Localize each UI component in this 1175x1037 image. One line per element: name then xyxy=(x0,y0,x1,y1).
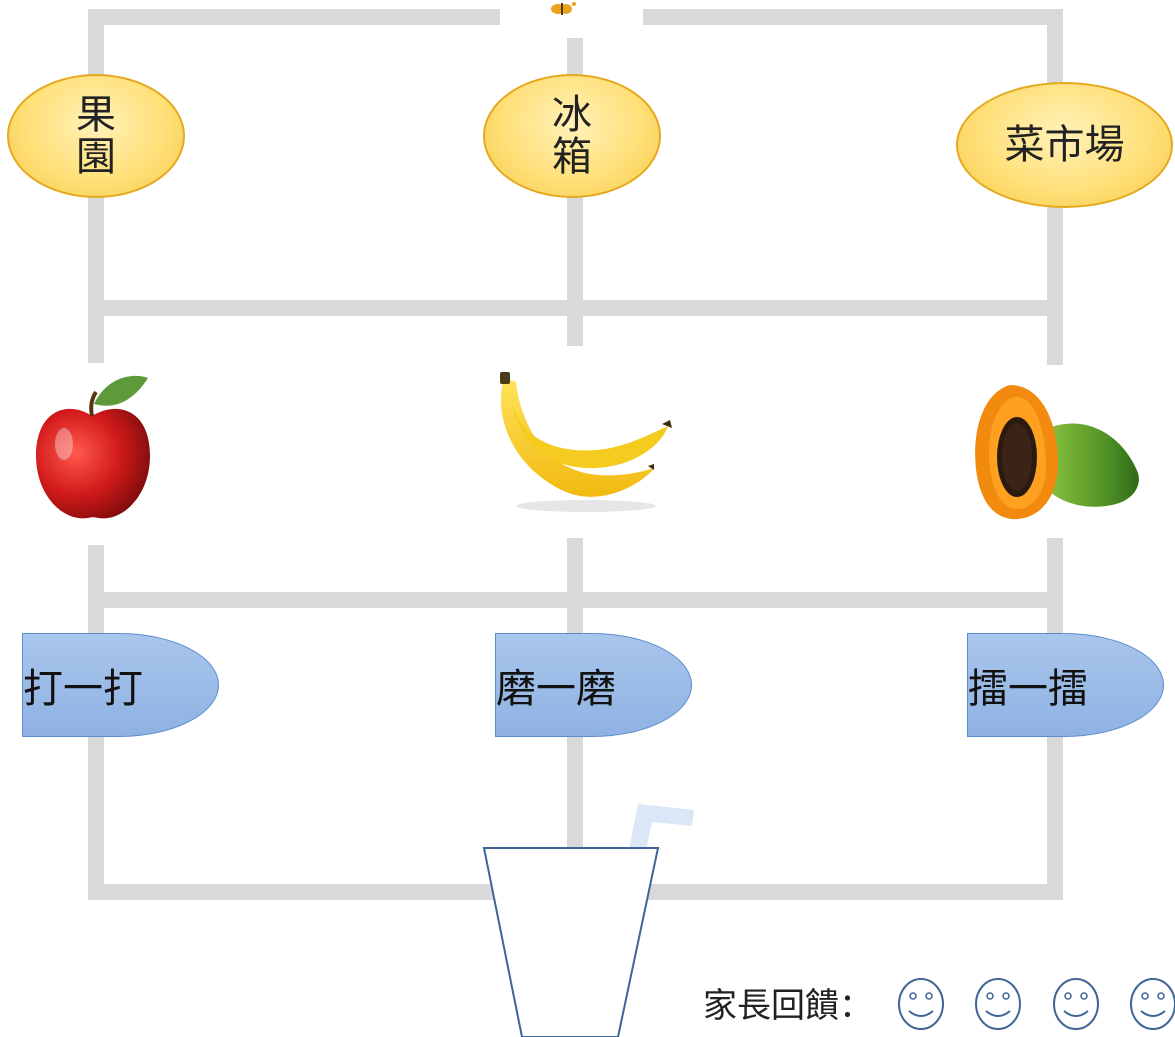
bottom-left-bar xyxy=(88,884,500,900)
papaya-icon[interactable] xyxy=(972,383,1144,523)
top-left-bar xyxy=(88,9,500,25)
place-market[interactable]: 菜市場 xyxy=(956,82,1173,208)
butterfly-icon xyxy=(551,2,576,15)
place-market-label: 菜市場 xyxy=(1004,122,1125,168)
action-grind-label: 磨一磨 xyxy=(496,666,616,712)
place-orchard-label: 果園 xyxy=(76,92,116,180)
action-hit-label: 打一打 xyxy=(23,666,143,712)
middle-lower-bar xyxy=(88,592,1063,608)
action-grind[interactable]: 磨一磨 xyxy=(495,633,692,737)
place-orchard[interactable]: 果園 xyxy=(7,74,185,198)
action-mash-label: 擂一擂 xyxy=(968,666,1088,712)
bottom-right-bar xyxy=(648,884,1063,900)
apple-icon[interactable] xyxy=(28,370,158,524)
action-mash[interactable]: 擂一擂 xyxy=(967,633,1164,737)
middle-upper-bar xyxy=(88,300,1063,316)
place-fridge[interactable]: 冰箱 xyxy=(483,74,661,198)
smiley-face-icon[interactable] xyxy=(896,976,946,1032)
cup-with-straw-icon xyxy=(482,804,694,1037)
banana-icon[interactable] xyxy=(486,370,676,515)
top-right-bar xyxy=(643,9,1063,25)
smiley-face-icon[interactable] xyxy=(973,976,1023,1032)
place-fridge-label: 冰箱 xyxy=(552,92,592,180)
smiley-face-icon[interactable] xyxy=(1051,976,1101,1032)
smiley-face-icon[interactable] xyxy=(1128,976,1175,1032)
parent-feedback-label: 家長回饋： xyxy=(703,986,873,1026)
action-hit[interactable]: 打一打 xyxy=(22,633,219,737)
